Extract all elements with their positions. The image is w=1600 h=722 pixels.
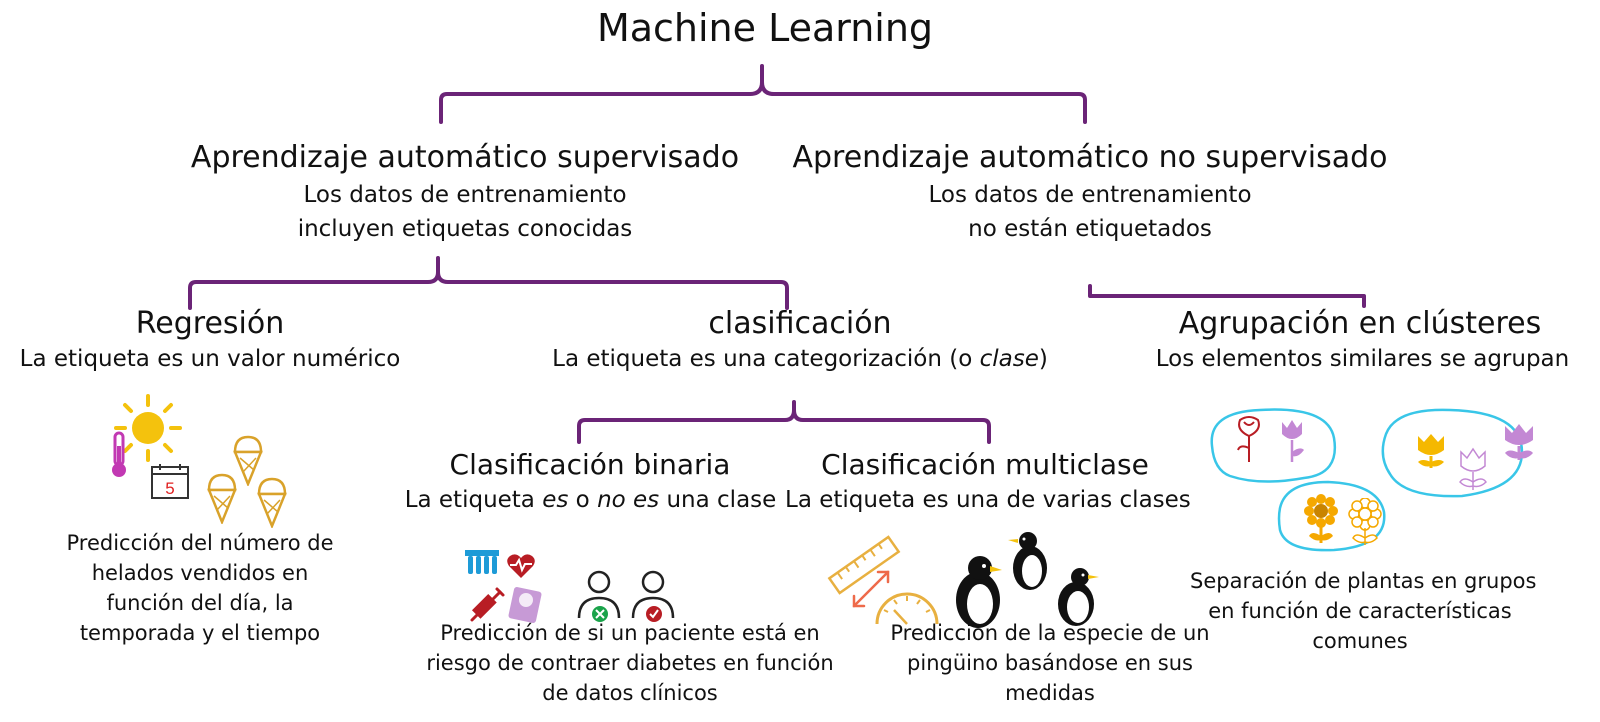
clustering-desc: Los elementos similares se agrupan bbox=[1155, 346, 1570, 372]
ruler-icon bbox=[827, 535, 901, 595]
rose-icon bbox=[1237, 416, 1260, 462]
sunflower-icon bbox=[1348, 498, 1382, 545]
heart-rate-icon bbox=[507, 554, 535, 578]
regression-title: Regresión bbox=[135, 306, 285, 341]
classification-desc-text: La etiqueta es una categorización (o bbox=[552, 346, 980, 372]
penguin-icon bbox=[956, 556, 1002, 628]
classification-desc-close: ) bbox=[1038, 346, 1048, 372]
ice-cream-icon bbox=[207, 473, 237, 524]
classification-desc: La etiqueta es una categorización (o cla… bbox=[520, 342, 1080, 376]
binary-example-line-3: de datos clínicos bbox=[542, 681, 718, 705]
binary-desc-emphasis-2: no es bbox=[597, 487, 660, 513]
clustering-example-line-2: en función de características bbox=[1208, 599, 1512, 623]
thermometer-icon bbox=[112, 431, 126, 477]
regression-example-line-1: Predicción del número de bbox=[66, 531, 334, 555]
multiclass-desc: La etiqueta es una de varias clases bbox=[785, 487, 1191, 513]
regression-example-line-3: función del día, la bbox=[106, 591, 294, 615]
unsupervised-title: Aprendizaje automático no supervisado bbox=[792, 140, 1388, 175]
binary-example-line-2: riesgo de contraer diabetes en función bbox=[426, 651, 834, 675]
clustering-title: Agrupación en clústeres bbox=[1178, 306, 1542, 341]
multiclass-example-line-1: Predicción de la especie de un bbox=[890, 621, 1210, 645]
multiclass-example-line-2: pingüino basándose en sus bbox=[907, 651, 1193, 675]
bracket-classification bbox=[577, 400, 991, 444]
regression-desc: La etiqueta es un valor numérico bbox=[19, 346, 401, 372]
sunflower-icon bbox=[1304, 494, 1338, 543]
supervised-desc-line-2: incluyen etiquetas conocidas bbox=[297, 216, 633, 242]
page-title: Machine Learning bbox=[596, 6, 934, 50]
binary-desc: La etiqueta es o no es una clase bbox=[398, 483, 783, 517]
sun-icon bbox=[114, 394, 182, 462]
patient-icon bbox=[631, 570, 675, 622]
regression-example-line-2: helados vendidos en bbox=[91, 561, 309, 585]
penguin-icon bbox=[1008, 532, 1047, 590]
regression-example-line-4: temporada y el tiempo bbox=[79, 621, 321, 645]
gauge-icon bbox=[875, 592, 939, 625]
binary-desc-emphasis-1: es bbox=[542, 487, 569, 513]
unsupervised-desc-line-1: Los datos de entrenamiento bbox=[928, 182, 1252, 208]
penguin-icon bbox=[1058, 568, 1099, 626]
classification-title: clasificación bbox=[708, 306, 892, 341]
unsupervised-desc-line-2: no están etiquetados bbox=[968, 216, 1212, 242]
calendar-icon: 5 bbox=[151, 464, 189, 499]
syringe-icon bbox=[470, 587, 505, 622]
cluster-roses-outline bbox=[1210, 408, 1337, 483]
multiclass-example-line-3: medidas bbox=[1005, 681, 1095, 705]
scale-icon bbox=[508, 586, 542, 624]
cluster-tulips-outline bbox=[1381, 408, 1524, 498]
classification-desc-emphasis: clase bbox=[979, 346, 1039, 372]
binary-example-line-1: Predicción de si un paciente está en bbox=[440, 621, 820, 645]
clustering-example-line-3: comunes bbox=[1312, 629, 1408, 653]
tulip-icon bbox=[1505, 424, 1533, 460]
calendar-day: 5 bbox=[165, 479, 174, 498]
binary-desc-text-3: una clase bbox=[659, 487, 777, 513]
tulip-icon bbox=[1459, 447, 1487, 490]
tulip-icon bbox=[1418, 434, 1444, 468]
multiclass-title: Clasificación multiclase bbox=[821, 448, 1149, 481]
patient-icon bbox=[577, 570, 621, 622]
supervised-desc-line-1: Los datos de entrenamiento bbox=[303, 182, 627, 208]
test-tubes-icon bbox=[465, 550, 499, 574]
bracket-root bbox=[439, 64, 1087, 124]
bracket-supervised bbox=[188, 256, 789, 310]
bracket-unsupervised bbox=[1088, 284, 1366, 308]
binary-desc-text-1: La etiqueta bbox=[404, 487, 543, 513]
ice-cream-icon bbox=[233, 435, 263, 486]
binary-desc-text-2: o bbox=[568, 487, 598, 513]
ice-cream-icon bbox=[257, 477, 287, 528]
tulip-icon bbox=[1282, 420, 1304, 462]
clustering-example-line-1: Separación de plantas en grupos bbox=[1190, 569, 1537, 593]
supervised-title: Aprendizaje automático supervisado bbox=[190, 140, 740, 175]
binary-title: Clasificación binaria bbox=[449, 448, 731, 481]
double-arrow-icon bbox=[852, 570, 890, 608]
